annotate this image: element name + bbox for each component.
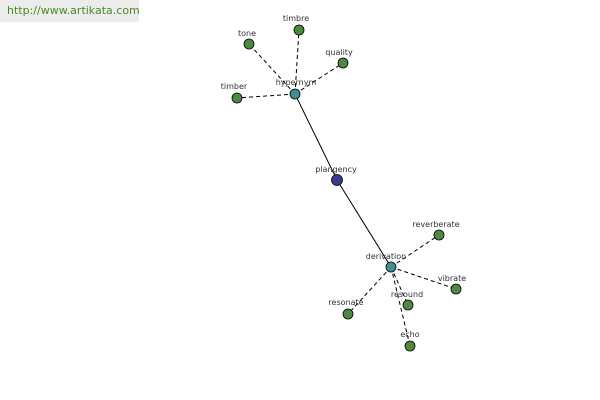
- node-vibrate[interactable]: vibrate: [438, 274, 466, 295]
- graph-edges: [236, 29, 457, 347]
- node-circle-quality[interactable]: [337, 57, 349, 69]
- node-label-reverberate[interactable]: reverberate: [412, 220, 459, 229]
- edge-plangency-hypernym: [294, 93, 338, 181]
- node-circle-reverberate[interactable]: [433, 229, 445, 241]
- node-circle-resonate[interactable]: [342, 308, 354, 320]
- edge-hypernym-timber: [236, 93, 296, 99]
- node-label-resound[interactable]: resound: [391, 290, 423, 299]
- node-tone[interactable]: tone: [238, 29, 256, 50]
- edge-derivation-vibrate: [390, 266, 457, 290]
- node-circle-resound[interactable]: [402, 299, 414, 311]
- node-label-hypernym[interactable]: hypernym: [276, 78, 317, 87]
- node-label-resonate[interactable]: resonate: [328, 298, 363, 307]
- edge-derivation-reverberate: [390, 234, 440, 268]
- node-derivation[interactable]: derivation: [366, 252, 406, 273]
- edge-hypernym-timbre: [294, 29, 300, 95]
- node-label-timbre[interactable]: timbre: [283, 14, 309, 23]
- node-label-quality[interactable]: quality: [325, 48, 353, 57]
- node-label-plangency[interactable]: plangency: [315, 165, 357, 174]
- node-resound[interactable]: resound: [391, 290, 423, 311]
- node-resonate[interactable]: resonate: [328, 298, 364, 320]
- source-banner: http://www.artikata.com: [0, 0, 140, 22]
- node-circle-echo[interactable]: [404, 340, 416, 352]
- node-label-vibrate[interactable]: vibrate: [438, 274, 466, 283]
- graph-nodes: tone timbre quality timber reverberate vibrat…: [221, 14, 466, 352]
- node-label-tone[interactable]: tone: [238, 29, 256, 38]
- node-timber[interactable]: timber: [221, 82, 248, 104]
- edge-plangency-derivation: [336, 179, 392, 268]
- node-quality[interactable]: quality: [325, 48, 353, 69]
- edge-derivation-resonate: [347, 266, 392, 315]
- node-circle-hypernym[interactable]: [289, 88, 301, 100]
- node-circle-derivation[interactable]: [385, 261, 397, 273]
- node-circle-timbre[interactable]: [293, 24, 305, 36]
- node-timbre[interactable]: timbre: [283, 14, 309, 36]
- node-plangency[interactable]: plangency: [315, 165, 357, 186]
- node-label-echo[interactable]: echo: [400, 330, 419, 339]
- node-circle-plangency[interactable]: [331, 174, 343, 186]
- node-label-derivation[interactable]: derivation: [366, 252, 406, 261]
- node-reverberate[interactable]: reverberate: [412, 220, 460, 241]
- edge-hypernym-tone: [248, 43, 296, 95]
- edge-hypernym-quality: [294, 62, 344, 95]
- source-link[interactable]: http://www.artikata.com: [7, 4, 140, 17]
- edge-derivation-resound: [390, 266, 409, 306]
- node-circle-vibrate[interactable]: [450, 283, 462, 295]
- node-echo[interactable]: echo: [400, 330, 420, 352]
- node-circle-timber[interactable]: [231, 92, 243, 104]
- node-hypernym[interactable]: hypernym: [276, 78, 317, 100]
- node-label-timber[interactable]: timber: [221, 82, 248, 91]
- node-circle-tone[interactable]: [243, 38, 255, 50]
